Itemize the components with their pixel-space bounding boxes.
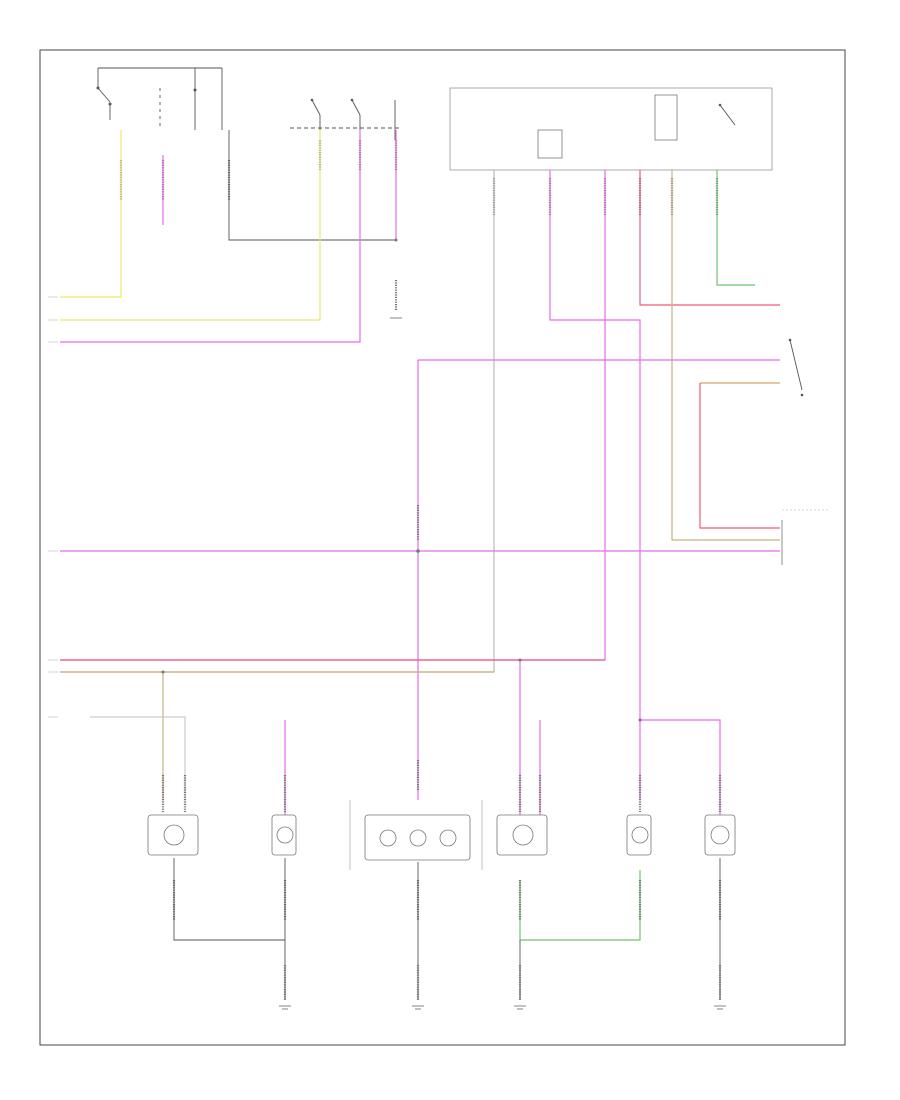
bulb-icon <box>710 825 730 845</box>
wires <box>60 130 780 941</box>
ground-icon <box>514 1005 526 1010</box>
top-left-switch-group <box>96 67 396 241</box>
bulb-icon <box>512 824 534 846</box>
ground-icon <box>412 1005 424 1010</box>
ground-symbols <box>279 1005 726 1010</box>
junction-dots <box>161 238 642 722</box>
top-center-switch-group <box>290 98 402 319</box>
bulb-icon <box>276 826 294 844</box>
ground-icon <box>279 1005 291 1010</box>
left-edge-markers <box>48 296 58 718</box>
right-switch <box>788 338 804 397</box>
ground-icon <box>714 1005 726 1010</box>
lamp-group <box>147 800 736 870</box>
bulb-icon <box>163 824 185 846</box>
lamp-connectors <box>161 505 722 920</box>
switch-icon <box>789 339 803 391</box>
top-right-module <box>449 87 773 215</box>
lamp-ground-wires <box>173 858 722 1000</box>
switch-icon <box>311 99 321 116</box>
right-connector-block <box>781 509 830 565</box>
bulb-icon <box>631 826 649 844</box>
switch-icon <box>97 87 111 103</box>
switch-icon <box>719 104 736 126</box>
diagram-border <box>39 49 846 1046</box>
